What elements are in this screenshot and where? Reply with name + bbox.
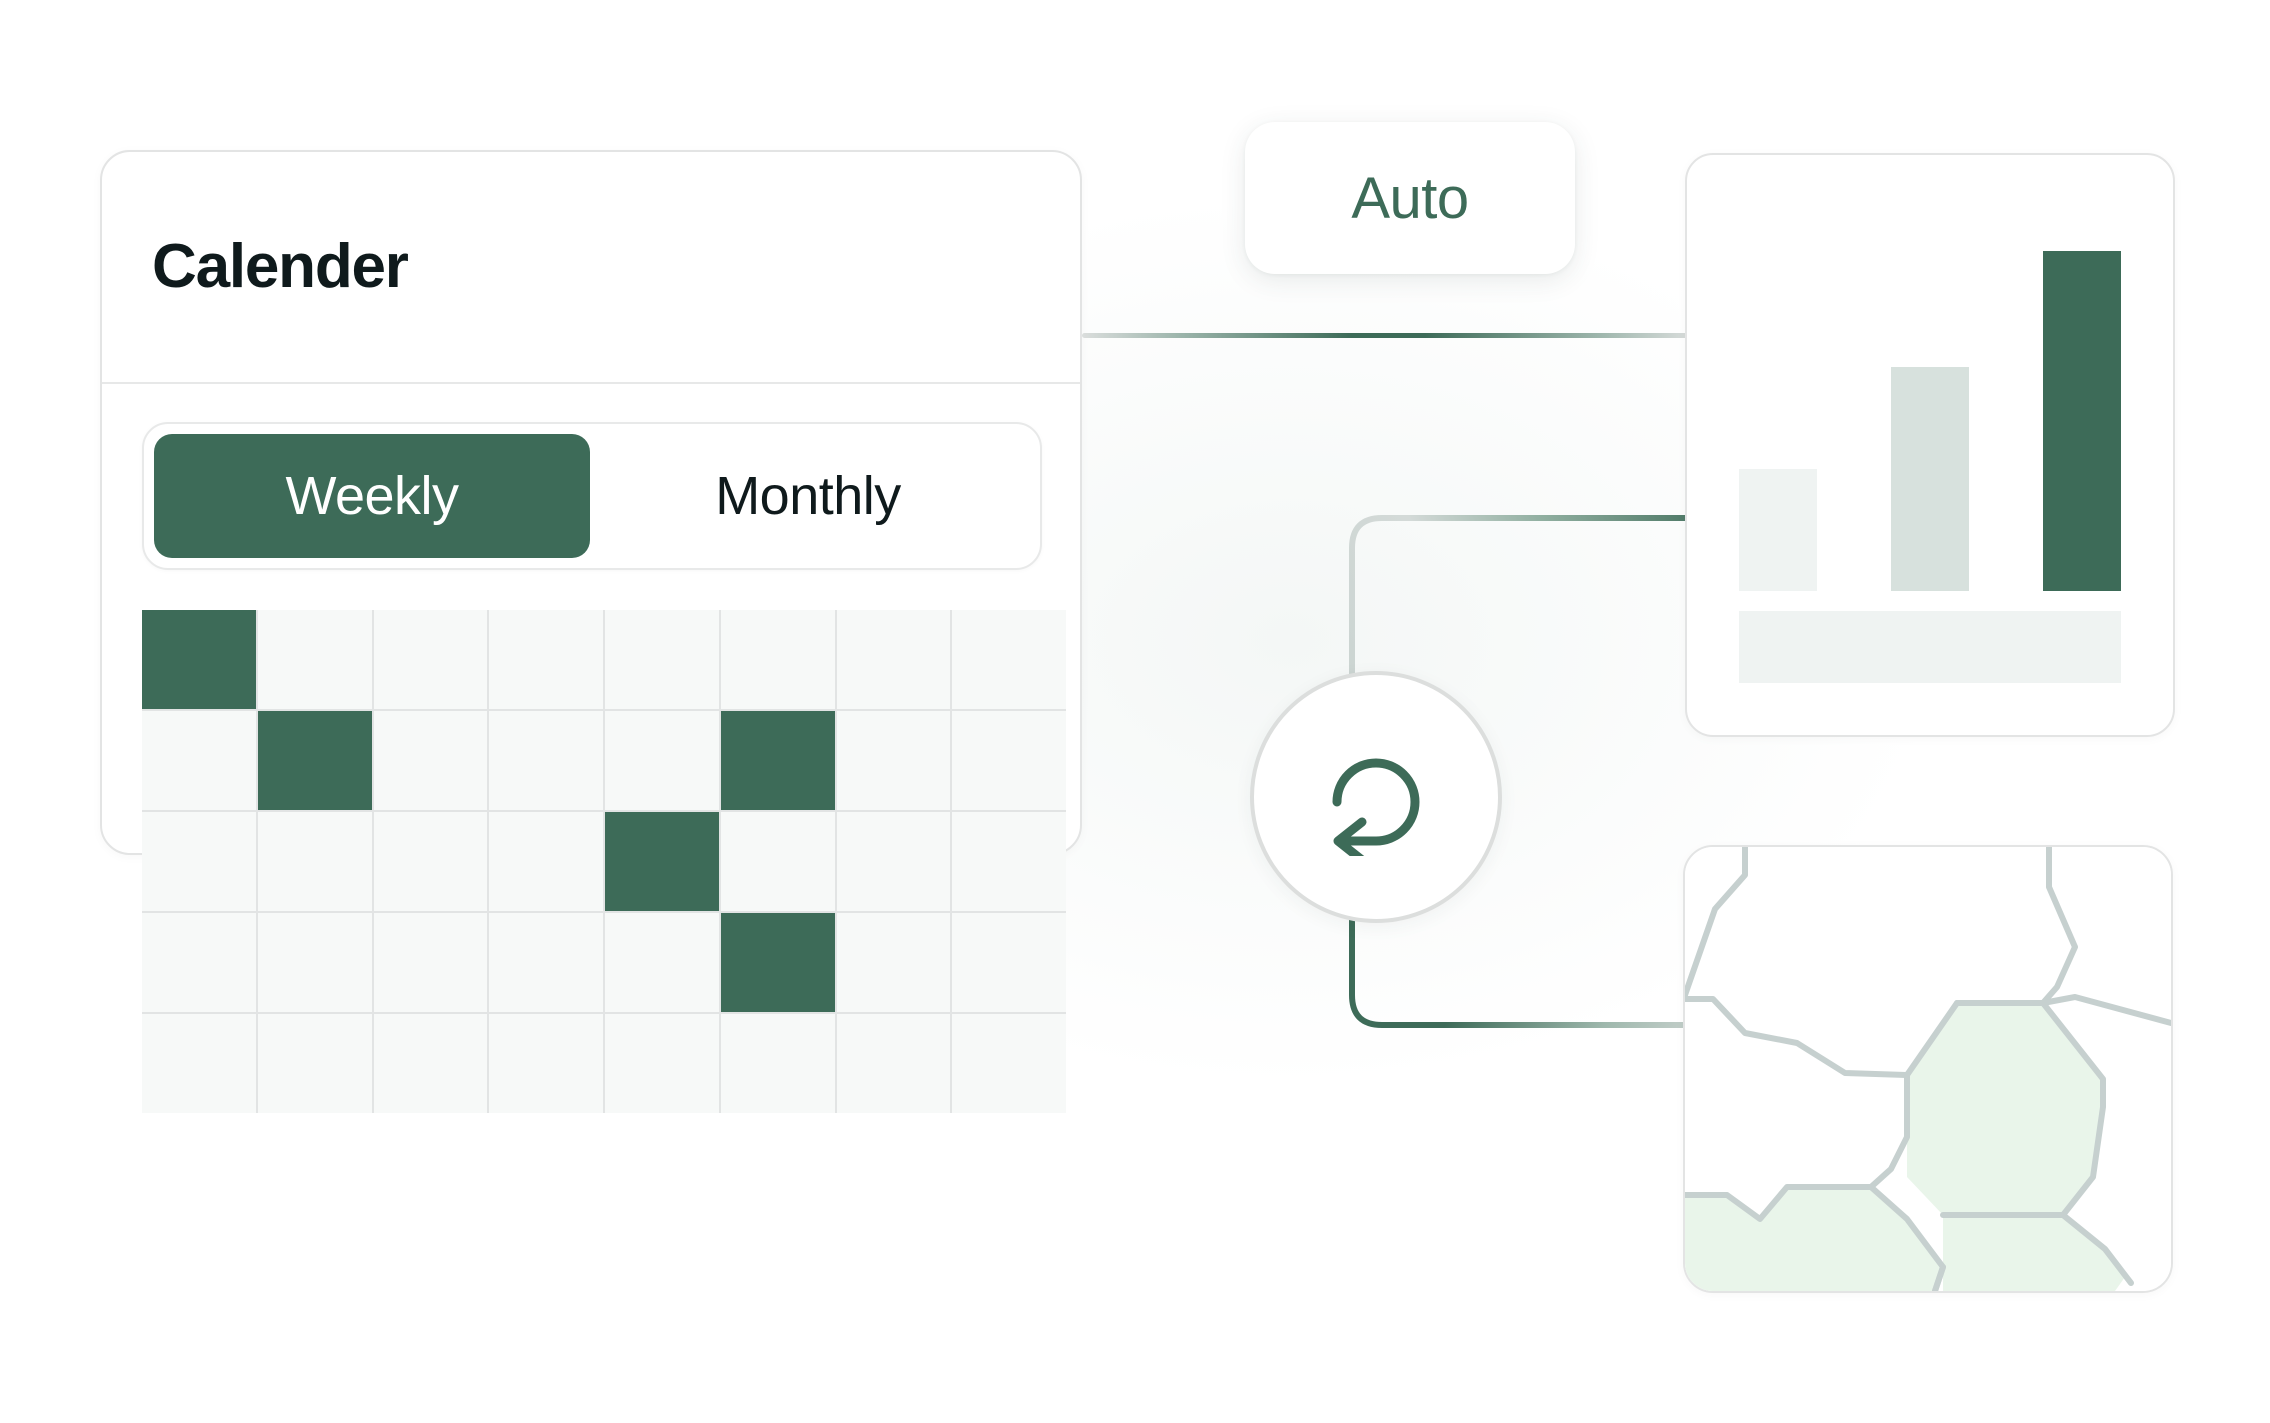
calendar-grid[interactable] — [142, 610, 1066, 1113]
calendar-cell-filled[interactable] — [142, 610, 256, 709]
calendar-cell-filled[interactable] — [720, 711, 835, 810]
calendar-cell[interactable] — [373, 610, 488, 709]
map-preview-icon — [1685, 847, 2171, 1291]
calendar-cell[interactable] — [836, 610, 951, 709]
calendar-cell[interactable] — [489, 812, 603, 911]
calendar-cell[interactable] — [720, 1014, 835, 1113]
calendar-card: Calender Weekly Monthly — [100, 150, 1082, 1113]
calendar-cell[interactable] — [836, 913, 951, 1012]
calendar-cell[interactable] — [373, 1014, 488, 1113]
tab-weekly[interactable]: Weekly — [154, 434, 590, 558]
bar-1 — [1739, 468, 1817, 591]
bar-chart-axis-block — [1739, 611, 2121, 683]
page-title: Calender — [152, 232, 409, 301]
calendar-cell[interactable] — [952, 913, 1066, 1012]
map-region-highlight-3 — [1943, 1215, 2125, 1291]
calendar-cell[interactable] — [257, 812, 372, 911]
calendar-cell[interactable] — [836, 1014, 951, 1113]
calendar-cell[interactable] — [605, 913, 719, 1012]
calendar-cell[interactable] — [952, 711, 1066, 810]
connector-line — [1082, 333, 1694, 338]
bar-3 — [2043, 251, 2121, 591]
view-toggle[interactable]: Weekly Monthly — [142, 422, 1042, 570]
calendar-cell[interactable] — [489, 610, 603, 709]
map-region-highlight-1 — [1907, 1003, 2103, 1215]
auto-mode-button[interactable]: Auto — [1245, 122, 1575, 274]
calendar-cell[interactable] — [142, 711, 256, 810]
calendar-cell[interactable] — [489, 1014, 603, 1113]
bar-2 — [1891, 366, 1969, 591]
calendar-cell[interactable] — [489, 711, 603, 810]
calendar-cell[interactable] — [373, 812, 488, 911]
calendar-cell[interactable] — [952, 610, 1066, 709]
calendar-cell-filled[interactable] — [605, 812, 719, 911]
map-card[interactable] — [1683, 845, 2173, 1293]
calendar-cell[interactable] — [952, 812, 1066, 911]
calendar-header: Calender — [102, 152, 1080, 384]
bar-chart-plot — [1739, 193, 2121, 699]
calendar-cell[interactable] — [142, 812, 256, 911]
calendar-cell-filled[interactable] — [720, 913, 835, 1012]
calendar-cell[interactable] — [142, 913, 256, 1012]
calendar-cell[interactable] — [836, 812, 951, 911]
calendar-cell[interactable] — [836, 711, 951, 810]
bar-chart-card[interactable] — [1685, 153, 2175, 737]
calendar-cell[interactable] — [142, 1014, 256, 1113]
refresh-icon — [1332, 758, 1420, 856]
calendar-cell[interactable] — [373, 711, 488, 810]
calendar-cell[interactable] — [489, 913, 603, 1012]
calendar-cell[interactable] — [720, 610, 835, 709]
calendar-cell[interactable] — [373, 913, 488, 1012]
calendar-cell[interactable] — [257, 913, 372, 1012]
refresh-button[interactable] — [1250, 671, 1502, 923]
calendar-body: Weekly Monthly — [102, 384, 1080, 1113]
calendar-cell[interactable] — [257, 1014, 372, 1113]
calendar-cell[interactable] — [605, 711, 719, 810]
bar-chart-bars — [1739, 251, 2121, 591]
calendar-cell[interactable] — [605, 610, 719, 709]
calendar-cell-filled[interactable] — [257, 711, 372, 810]
calendar-cell[interactable] — [952, 1014, 1066, 1113]
connector-calendar-to-chart — [1082, 331, 1694, 339]
calendar-cell[interactable] — [605, 1014, 719, 1113]
calendar-cell[interactable] — [720, 812, 835, 911]
calendar-cell[interactable] — [257, 610, 372, 709]
tab-monthly[interactable]: Monthly — [715, 466, 901, 526]
